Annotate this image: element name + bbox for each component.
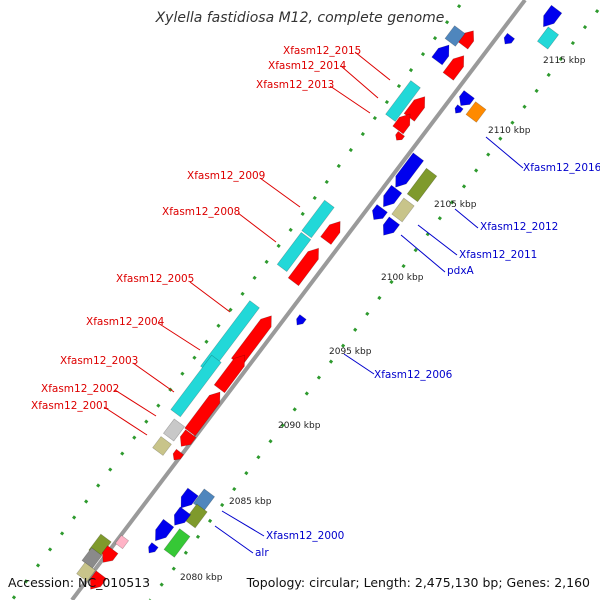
genome-summary-text: Topology: circular; Length: 2,475,130 bp… [246,575,590,590]
label-leader-lines [103,51,524,554]
scale-label: 2110 kbp [488,126,531,136]
scale-label: 2095 kbp [329,347,372,357]
gene-feature-tan[interactable] [391,197,415,223]
gene-feature-cyan[interactable] [170,354,222,418]
gene-label-xfasm12-2004[interactable]: Xfasm12_2004 [86,316,165,328]
gene-label-xfasm12-2013[interactable]: Xfasm12_2013 [256,79,334,91]
label-leader-line [354,51,391,81]
label-leader-line [157,322,201,351]
gene-features [76,4,563,593]
label-leader-line [343,353,375,375]
gene-label-xfasm12-2009[interactable]: Xfasm12_2009 [187,170,265,182]
map-title: Xylella fastidiosa M12, complete genome [155,10,445,26]
gene-feature-red[interactable] [170,448,185,462]
label-leader-line [221,510,265,537]
gene-feature-red[interactable] [184,388,225,437]
gene-feature-blue[interactable] [150,518,175,544]
gene-label-xfasm12-2014[interactable]: Xfasm12_2014 [268,60,347,72]
gene-feature-blue[interactable] [390,152,425,191]
gene-label-xfasm12-2015[interactable]: Xfasm12_2015 [283,45,361,57]
gene-feature-grey[interactable] [162,418,186,442]
gene-feature-blue[interactable] [176,487,199,512]
gene-feature-cyan[interactable] [301,199,335,239]
gene-feature-red[interactable] [98,545,119,567]
gene-feature-red[interactable] [320,218,346,245]
gene-feature-pink[interactable] [114,534,130,550]
gene-feature-blue[interactable] [501,32,516,46]
gene-feature-red[interactable] [393,130,406,142]
gene-feature-red[interactable] [85,570,108,593]
gene-label-xfasm12-2011[interactable]: Xfasm12_2011 [459,249,537,261]
gene-feature-tan[interactable] [76,562,96,582]
gene-feature-cyan[interactable] [276,231,312,273]
gene-label-xfasm12-2008[interactable]: Xfasm12_2008 [162,206,240,218]
scale-label: 2090 kbp [278,421,321,431]
gene-feature-blue[interactable] [169,506,192,529]
gene-feature-cyan[interactable] [385,80,421,122]
gene-feature-blue[interactable] [146,542,159,556]
gene-feature-blue[interactable] [456,90,475,109]
scale-label: 2100 kbp [381,273,424,283]
gene-label-pdxa[interactable]: pdxA [447,265,475,277]
tick-marks [10,4,600,600]
scale-label: 2080 kbp [180,573,223,583]
gene-feature-red[interactable] [392,110,415,135]
gene-label-xfasm12-2003[interactable]: Xfasm12_2003 [60,355,138,367]
gene-feature-blue[interactable] [294,314,307,328]
gene-label-xfasm12-2000[interactable]: Xfasm12_2000 [266,530,344,542]
gene-feature-blue[interactable] [369,204,388,223]
scale-label: 2085 kbp [229,497,272,507]
label-leader-line [132,362,175,393]
label-leader-line [237,212,277,243]
gene-feature-red[interactable] [213,351,250,394]
tick-track [10,4,462,600]
gene-feature-orange[interactable] [465,101,487,123]
label-leader-line [214,525,254,554]
gene-feature-red[interactable] [176,429,197,451]
label-leader-line [400,234,446,273]
gene-feature-blue[interactable] [453,104,464,116]
gene-feature-blue[interactable] [378,184,403,210]
gene-feature-red[interactable] [442,52,469,81]
label-leader-line [485,136,524,169]
gene-feature-steel[interactable] [444,25,466,47]
genome-backbone [70,0,527,600]
label-leader-line [340,65,379,99]
label-leader-line [259,177,301,208]
gene-feature-blue[interactable] [538,4,563,30]
label-leader-line [189,281,231,313]
gene-feature-tan[interactable] [152,436,172,456]
scale-label: 2115 kbp [543,56,586,66]
gene-feature-red[interactable] [287,244,324,287]
gene-feature-olive[interactable] [406,167,438,203]
label-leader-line [329,85,371,114]
scale-label: 2105 kbp [434,200,477,210]
gene-feature-blue[interactable] [431,41,454,66]
gene-feature-green[interactable] [163,528,191,558]
gene-label-xfasm12-2002[interactable]: Xfasm12_2002 [41,383,119,395]
accession-text: Accession: NC_010513 [8,575,151,590]
label-leader-line [114,389,157,417]
label-leader-line [103,406,148,436]
gene-label-xfasm12-2005[interactable]: Xfasm12_2005 [116,273,194,285]
label-leader-line [417,224,458,256]
gene-label-xfasm12-2001[interactable]: Xfasm12_2001 [31,400,109,412]
gene-feature-olive[interactable] [184,503,208,529]
gene-label-xfasm12-2016[interactable]: Xfasm12_2016 [523,162,600,174]
gene-label-alr[interactable]: alr [255,547,269,559]
gene-label-xfasm12-2006[interactable]: Xfasm12_2006 [374,369,453,381]
gene-label-xfasm12-2012[interactable]: Xfasm12_2012 [480,221,558,233]
label-leader-line [454,208,479,229]
gene-feature-cyan[interactable] [536,26,560,50]
tick-track [148,9,600,600]
gene-feature-blue[interactable] [378,216,401,239]
